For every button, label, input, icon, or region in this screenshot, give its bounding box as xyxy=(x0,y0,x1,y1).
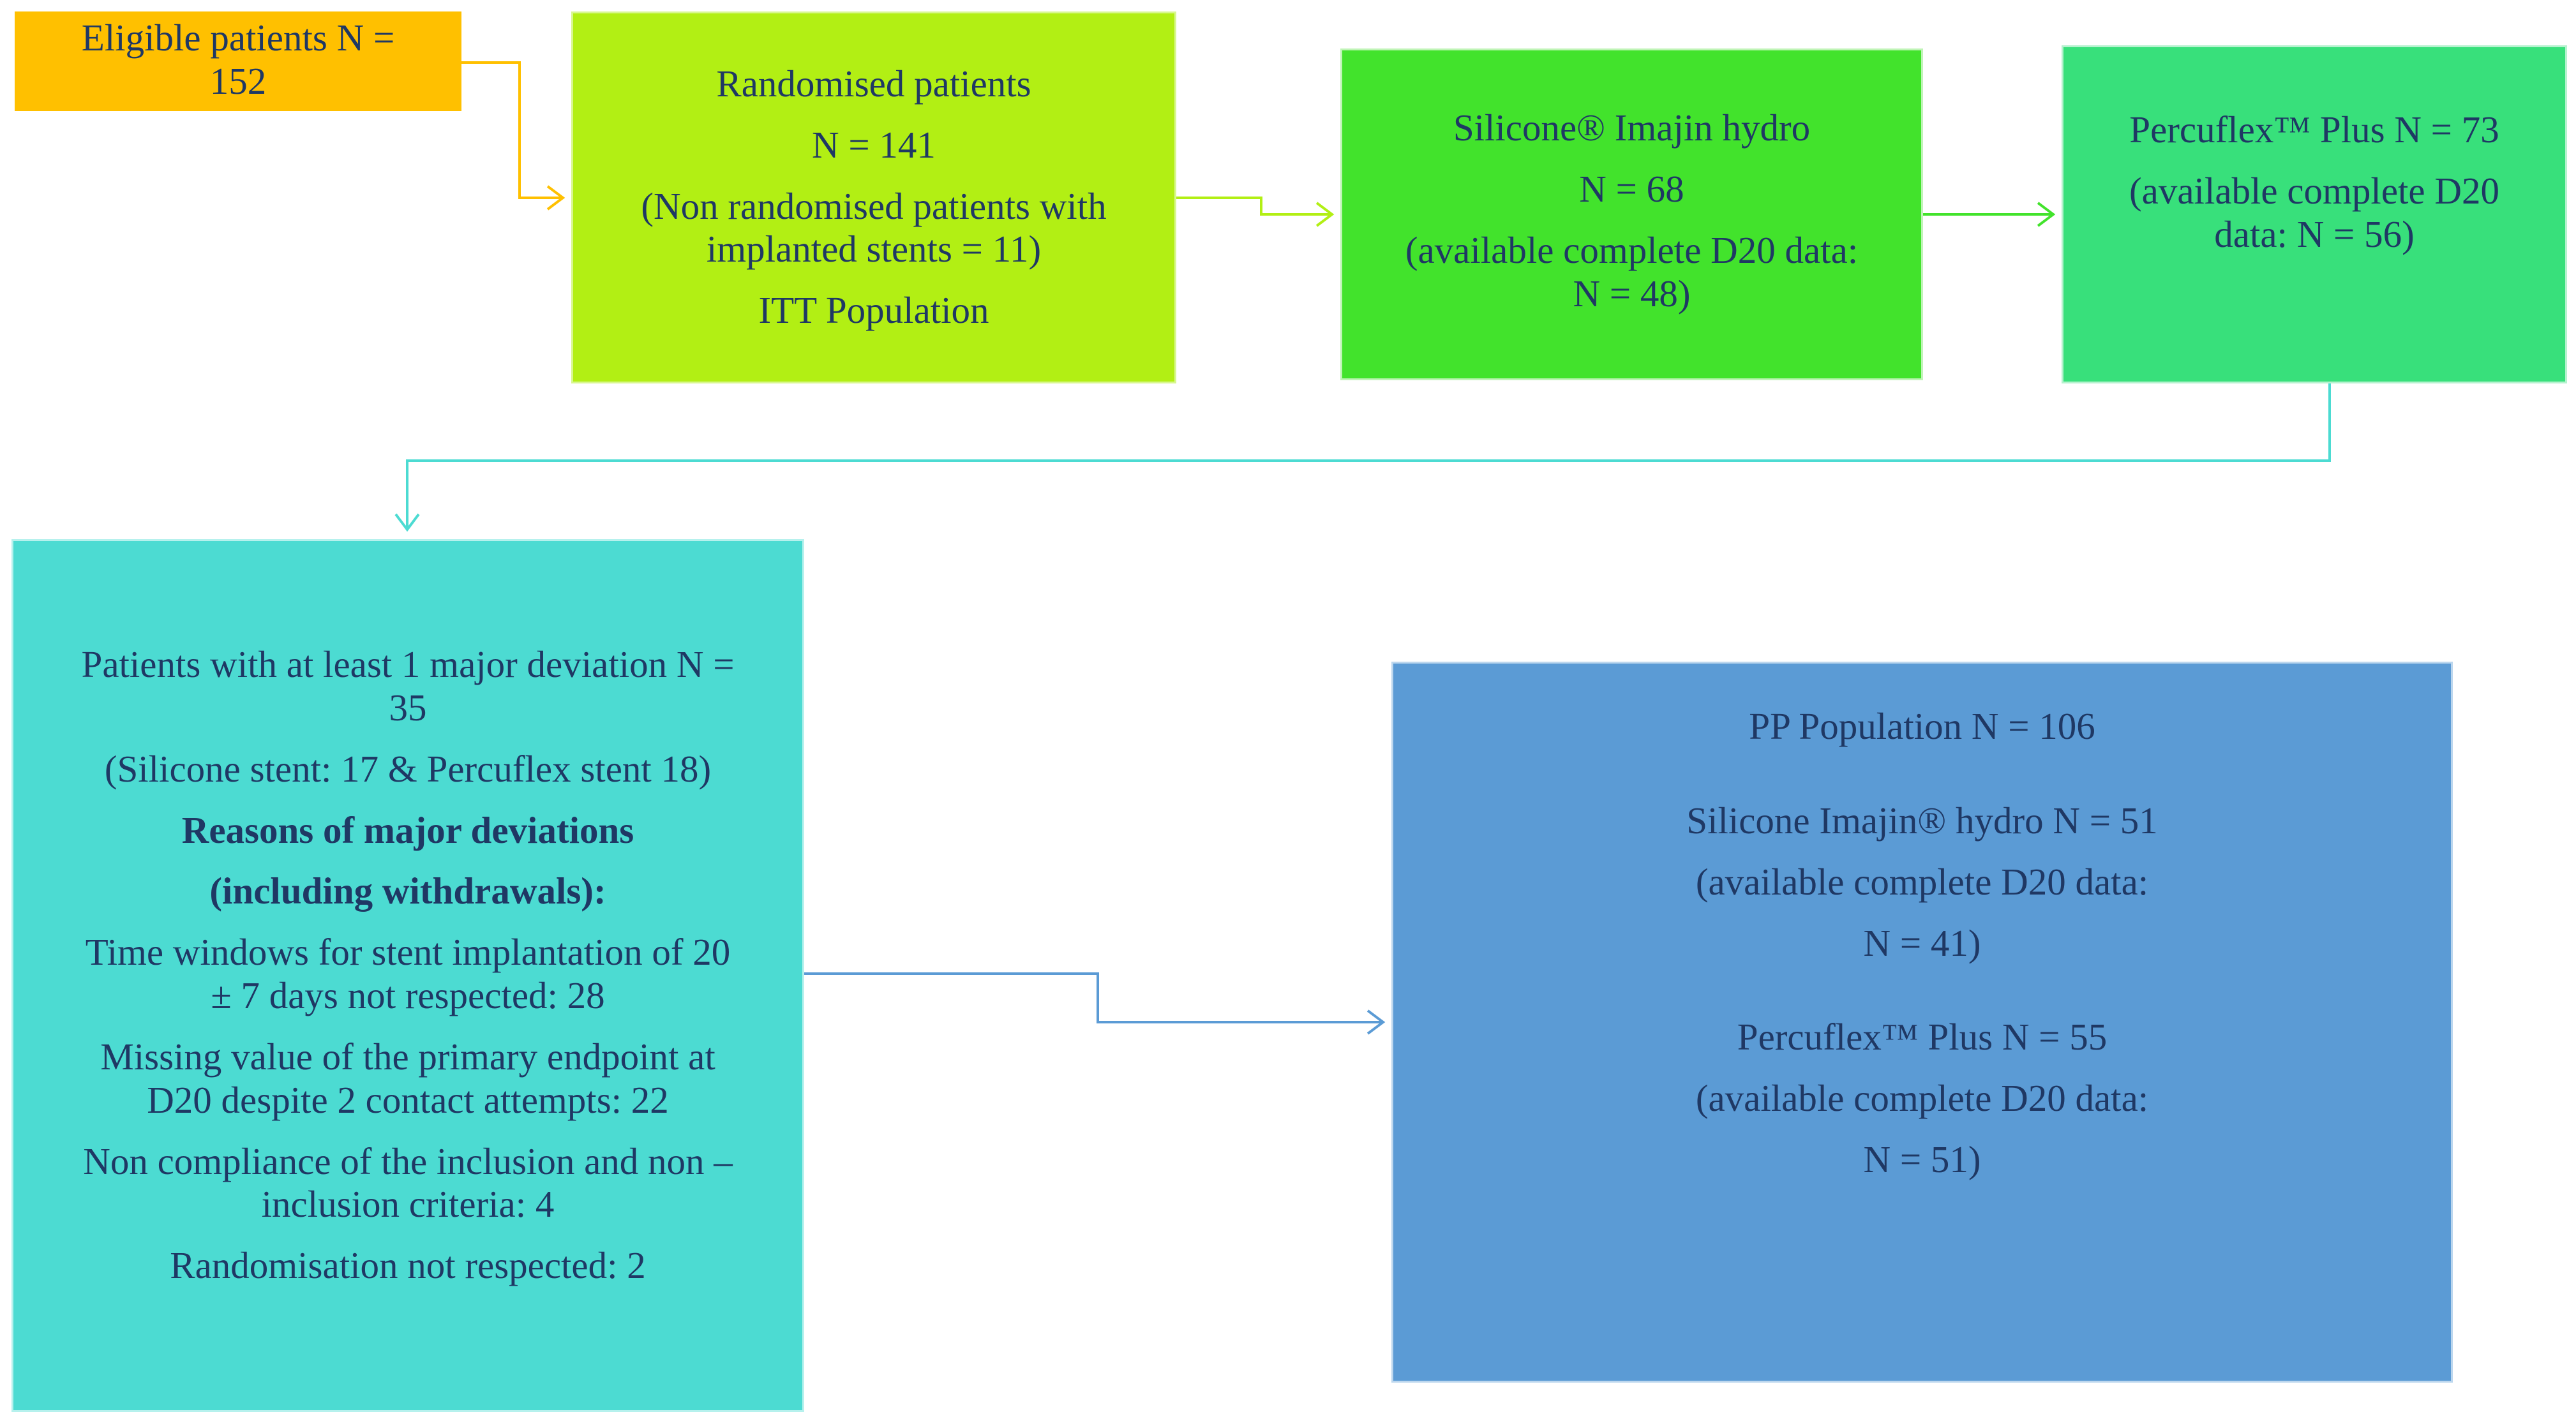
arrow-percuflex-to-deviation xyxy=(406,383,2331,528)
arrow-eligible-to-randomised-head xyxy=(546,185,565,211)
randomised-population: ITT Population xyxy=(758,289,989,332)
arrow-eligible-to-randomised xyxy=(461,61,562,199)
eligible-patients-box: Eligible patients N = 152 xyxy=(15,11,461,111)
percuflex-note-line1: (available complete D20 xyxy=(2129,169,2499,212)
deviation-split: (Silicone stent: 17 & Percuflex stent 18… xyxy=(104,747,712,790)
arrow-percuflex-to-deviation-head xyxy=(394,513,420,532)
randomised-note-line2: implanted stents = 11) xyxy=(706,228,1042,271)
deviation-reason3-line2: inclusion criteria: 4 xyxy=(261,1183,555,1226)
randomised-n: N = 141 xyxy=(812,123,936,166)
deviation-line2: 35 xyxy=(389,686,427,729)
eligible-line2: 152 xyxy=(209,59,267,102)
deviation-reasons-title: Reasons of major deviations xyxy=(181,808,634,851)
silicone-note-line1: (available complete D20 data: xyxy=(1405,228,1859,271)
arrow-deviation-to-pp-head xyxy=(1367,1009,1386,1035)
pp-percuflex-title: Percuflex™ Plus N = 55 xyxy=(1737,1016,2108,1059)
major-deviation-box: Patients with at least 1 major deviation… xyxy=(11,539,804,1412)
eligible-line1: Eligible patients N = xyxy=(81,17,395,59)
pp-silicone-title: Silicone Imajin® hydro N = 51 xyxy=(1686,799,2158,842)
deviation-reason1-line1: Time windows for stent implantation of 2… xyxy=(85,931,731,974)
pp-title: PP Population N = 106 xyxy=(1749,705,2095,747)
deviation-reason2-line2: D20 despite 2 contact attempts: 22 xyxy=(147,1078,669,1121)
arrow-deviation-to-pp xyxy=(804,972,1382,1023)
randomised-patients-box: Randomised patients N = 141 (Non randomi… xyxy=(571,11,1176,383)
randomised-note-line1: (Non randomised patients with xyxy=(641,184,1107,227)
silicone-title: Silicone® Imajin hydro xyxy=(1453,107,1811,149)
silicone-note-line2: N = 48) xyxy=(1573,272,1691,315)
percuflex-arm-box: Percuflex™ Plus N = 73 (available comple… xyxy=(2062,45,2567,383)
deviation-reason1-line2: ± 7 days not respected: 28 xyxy=(211,974,605,1017)
silicone-n: N = 68 xyxy=(1579,167,1684,210)
arrow-silicone-to-percuflex-head xyxy=(2037,202,2056,227)
deviation-reasons-subtitle: (including withdrawals): xyxy=(209,870,606,912)
pp-percuflex-note2: N = 51) xyxy=(1863,1138,1981,1181)
deviation-reason4: Randomisation not respected: 2 xyxy=(170,1244,646,1287)
deviation-reason2-line1: Missing value of the primary endpoint at xyxy=(100,1035,715,1078)
deviation-line1: Patients with at least 1 major deviation… xyxy=(81,643,735,685)
pp-percuflex-note1: (available complete D20 data: xyxy=(1695,1077,2149,1120)
percuflex-note-line2: data: N = 56) xyxy=(2214,212,2415,255)
arrow-randomised-to-silicone xyxy=(1176,197,1331,216)
pp-silicone-note2: N = 41) xyxy=(1863,921,1981,964)
pp-population-box: PP Population N = 106 Silicone Imajin® h… xyxy=(1391,662,2453,1383)
deviation-reason3-line1: Non compliance of the inclusion and non … xyxy=(83,1140,733,1182)
arrow-randomised-to-silicone-head xyxy=(1315,202,1335,227)
pp-silicone-note1: (available complete D20 data: xyxy=(1695,860,2149,903)
randomised-title: Randomised patients xyxy=(716,62,1031,105)
percuflex-title: Percuflex™ Plus N = 73 xyxy=(2129,108,2499,151)
silicone-arm-box: Silicone® Imajin hydro N = 68 (available… xyxy=(1340,48,1923,380)
